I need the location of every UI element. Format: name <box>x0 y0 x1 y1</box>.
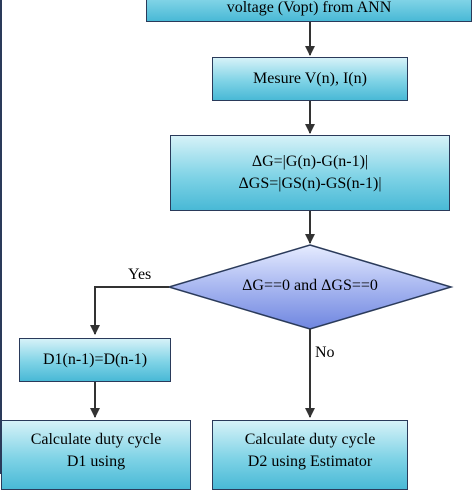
obtain-voltage-text: voltage (Vopt) from ANN <box>226 0 392 16</box>
obtain-voltage-box: voltage (Vopt) from ANN <box>146 0 472 22</box>
assign-duty-box: D1(n-1)=D(n-1) <box>19 338 171 382</box>
delta-g-text: ΔG=|G(n)-G(n-1)| <box>251 153 369 170</box>
delta-compute-box: ΔG=|G(n)-G(n-1)| ΔGS=|GS(n)-GS(n-1)| <box>170 135 450 211</box>
flowchart-connectors <box>0 0 454 474</box>
no-label: No <box>315 344 335 361</box>
arrow-yes-branch <box>90 286 169 335</box>
calc-d2-line1: Calculate duty cycle <box>244 431 376 448</box>
measure-box: Mesure V(n), I(n) <box>212 57 408 101</box>
calc-d2-line2: D2 using Estimator <box>247 453 373 470</box>
calc-d1-line2: D1 using <box>66 453 126 470</box>
delta-gs-text: ΔGS=|GS(n)-GS(n-1)| <box>238 175 382 192</box>
calc-duty-d1-box: Calculate duty cycle D1 using <box>1 420 191 490</box>
assign-duty-text: D1(n-1)=D(n-1) <box>42 351 148 368</box>
measure-text: Mesure V(n), I(n) <box>253 70 367 87</box>
calc-duty-d2-box: Calculate duty cycle D2 using Estimator <box>212 420 408 490</box>
decision-text: ΔG==0 and ΔGS==0 <box>242 277 378 294</box>
calc-d1-line1: Calculate duty cycle <box>30 431 162 448</box>
yes-label: Yes <box>128 266 152 283</box>
